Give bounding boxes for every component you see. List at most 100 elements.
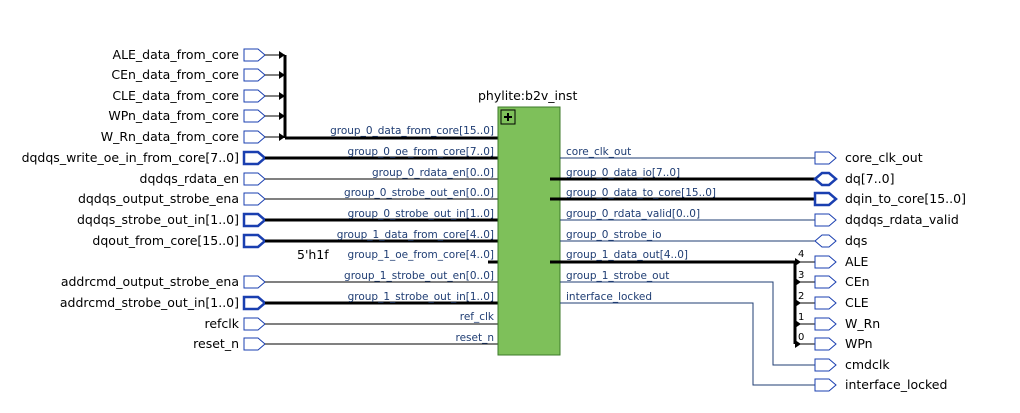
input-pin-label: dqout_from_core[15..0] [92, 233, 239, 248]
output-pin[interactable]: cmdclk [814, 357, 890, 372]
signal-label: group_0_data_io[7..0] [566, 167, 680, 179]
bus-taps [795, 261, 815, 345]
signal-label: group_0_rdata_en[0..0] [372, 167, 494, 179]
output-pin-label: W_Rn [845, 316, 880, 331]
bit-index: 0 [798, 332, 804, 343]
input-pin-shape [242, 150, 267, 166]
output-pin[interactable]: core_clk_out [814, 150, 923, 165]
input-pin-label: refclk [204, 316, 239, 331]
bit-index: 2 [798, 291, 804, 302]
output-pin-shape [814, 358, 837, 372]
input-pin-shape [243, 68, 266, 82]
signal-label: group_1_strobe_out_en[0..0] [344, 270, 494, 282]
input-pin[interactable]: addrcmd_strobe_out_in[1..0] [60, 295, 267, 311]
input-pin[interactable]: dqdqs_write_oe_in_from_core[7..0] [22, 150, 267, 166]
output-pin[interactable]: CEn [814, 274, 870, 289]
right-wires [550, 157, 815, 386]
bit-index: 1 [798, 312, 804, 323]
output-pin-label: dqdqs_rdata_valid [845, 212, 959, 227]
input-pin-label: CLE_data_from_core [112, 88, 239, 103]
output-pin[interactable]: dqin_to_core[15..0] [813, 191, 966, 207]
input-pin-shape [242, 212, 267, 228]
output-pin-label: dq[7..0] [845, 171, 894, 186]
input-pin-label: dqdqs_output_strobe_ena [78, 191, 239, 206]
output-pin-shape [814, 151, 837, 165]
signal-label: group_1_strobe_out [566, 270, 669, 282]
input-pin[interactable]: CLE_data_from_core [112, 88, 266, 103]
output-pin-shape [813, 191, 838, 207]
signal-label: interface_locked [566, 291, 652, 303]
input-pin[interactable]: WPn_data_from_core [108, 108, 266, 123]
input-pin[interactable]: dqdqs_rdata_en [140, 171, 266, 186]
output-pin-shape [814, 255, 837, 269]
signal-label: group_0_data_from_core[15..0] [330, 125, 494, 137]
constant-label: 5'h1f [297, 247, 329, 262]
signal-label: group_1_data_from_core[4..0] [337, 229, 494, 241]
output-pin[interactable]: W_Rn [814, 316, 880, 331]
input-pin[interactable]: ALE_data_from_core [113, 47, 266, 62]
input-pin-shape [243, 130, 266, 144]
output-pin-label: core_clk_out [845, 150, 923, 165]
input-pin-shape [242, 295, 267, 311]
input-pin-label: CEn_data_from_core [111, 67, 239, 82]
output-pins: core_clk_out dq[7..0] dqin_to_core[15..0… [813, 150, 966, 392]
bidir-pin[interactable]: dqs [814, 233, 867, 248]
block-body [497, 106, 561, 356]
input-pin[interactable]: W_Rn_data_from_core [101, 129, 266, 144]
input-pin-label: WPn_data_from_core [108, 108, 239, 123]
output-pin-label: interface_locked [845, 377, 947, 392]
input-pin[interactable]: dqdqs_strobe_out_in[1..0] [77, 212, 267, 228]
input-pin-label: addrcmd_strobe_out_in[1..0] [60, 295, 239, 310]
bidir-pin[interactable]: dq[7..0] [813, 171, 894, 187]
input-pin-shape [243, 337, 266, 351]
signal-label: group_0_rdata_valid[0..0] [566, 208, 700, 220]
wire [560, 281, 815, 366]
signal-label: group_0_strobe_out_en[0..0] [344, 187, 494, 199]
signal-label: ref_clk [460, 311, 495, 323]
bidir-pin-shape [813, 171, 838, 187]
arrow-heads [279, 51, 285, 141]
output-pin[interactable]: ALE [814, 254, 869, 269]
output-pin-label: WPn [845, 336, 873, 351]
bit-index: 4 [798, 249, 804, 260]
input-pin[interactable]: addrcmd_output_strobe_ena [61, 274, 266, 289]
signal-label: group_1_strobe_out_in[1..0] [348, 291, 494, 303]
output-pin-shape [814, 317, 837, 331]
input-pin-shape [243, 109, 266, 123]
input-pin-shape [243, 192, 266, 206]
input-pin-shape [242, 233, 267, 249]
block-instance-name: phylite:b2v_inst [478, 88, 577, 103]
signal-label: core_clk_out [566, 146, 631, 158]
input-pin-shape [243, 275, 266, 289]
output-pin-label: CLE [845, 295, 869, 310]
output-pin-shape [814, 213, 837, 227]
phylite-block[interactable]: phylite:b2v_inst [478, 88, 577, 356]
input-pin-shape [243, 172, 266, 186]
output-pin[interactable]: interface_locked [814, 377, 947, 392]
input-pin[interactable]: reset_n [193, 336, 266, 351]
output-pin[interactable]: WPn [814, 336, 873, 351]
input-pin-shape [243, 317, 266, 331]
left-wires [265, 51, 508, 345]
output-pin[interactable]: dqdqs_rdata_valid [814, 212, 959, 227]
input-pin-label: W_Rn_data_from_core [101, 129, 240, 144]
left-signal-labels: group_0_data_from_core[15..0] group_0_oe… [297, 125, 495, 344]
output-pin-shape [814, 337, 837, 351]
right-signal-labels: core_clk_out group_0_data_io[7..0] group… [566, 146, 716, 303]
input-pin[interactable]: dqout_from_core[15..0] [92, 233, 267, 249]
signal-label: group_1_data_out[4..0] [566, 249, 688, 261]
expand-plus-icon[interactable] [500, 109, 516, 125]
input-pin[interactable]: refclk [204, 316, 266, 331]
input-pins: ALE_data_from_core CEn_data_from_core CL… [22, 47, 267, 351]
bit-index: 3 [798, 270, 804, 281]
input-pin[interactable]: dqdqs_output_strobe_ena [78, 191, 266, 206]
output-pin-shape [814, 275, 837, 289]
signal-label: group_0_data_to_core[15..0] [566, 187, 716, 199]
signal-label: group_0_oe_from_core[7..0] [348, 146, 494, 158]
input-pin-label: dqdqs_rdata_en [140, 171, 239, 186]
output-pin[interactable]: CLE [814, 295, 869, 310]
input-pin-shape [243, 48, 266, 62]
wire [560, 302, 815, 386]
input-pin[interactable]: CEn_data_from_core [111, 67, 266, 82]
